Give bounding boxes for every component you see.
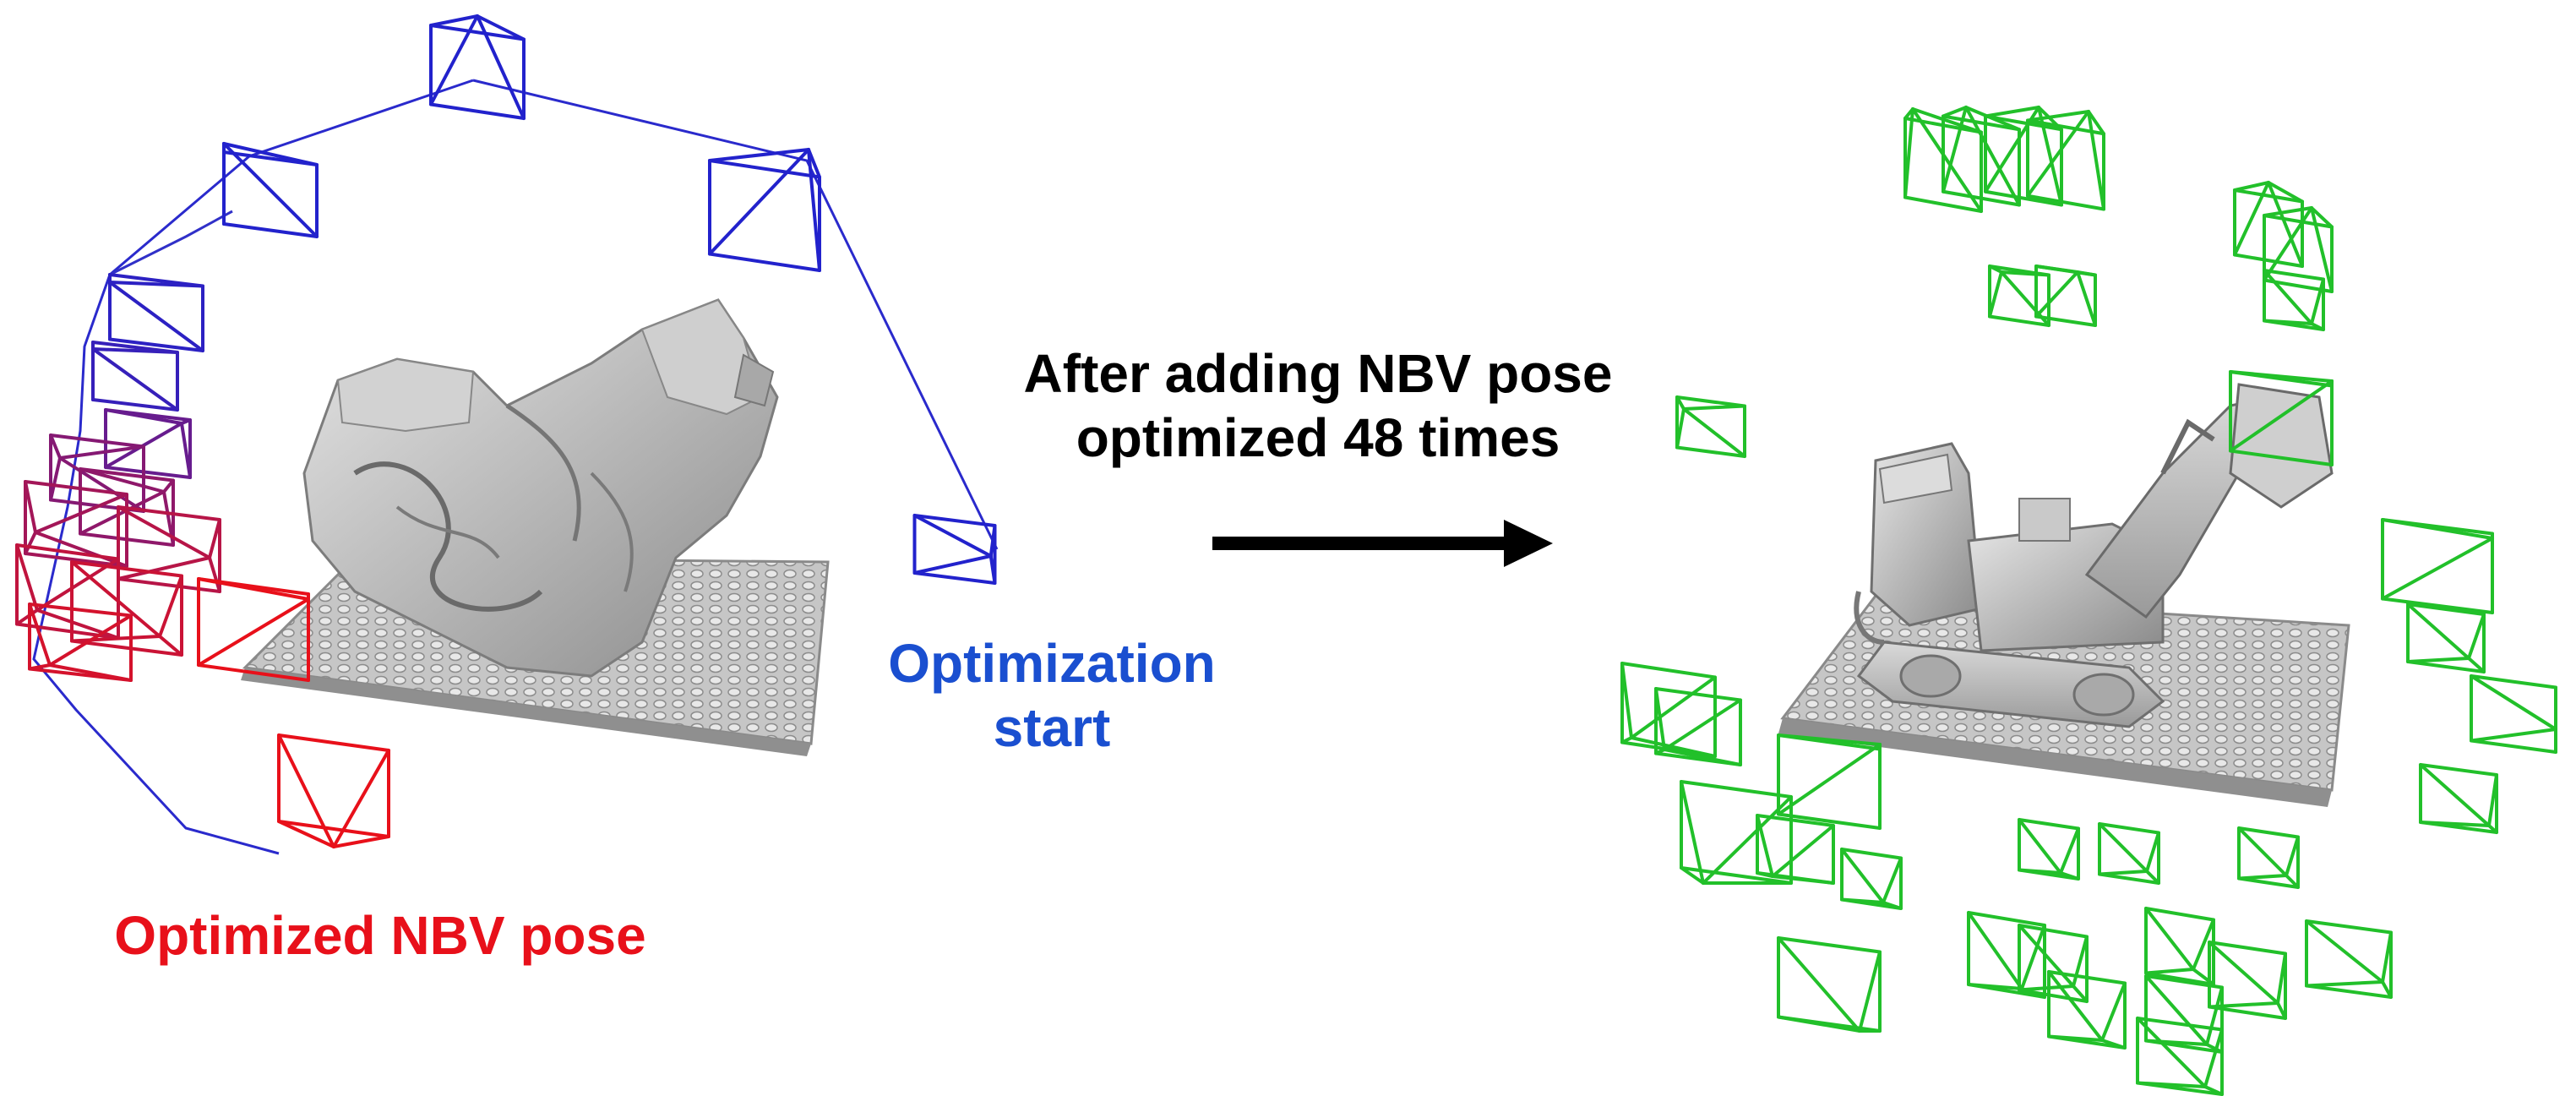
camera-frustum-icon [222,142,319,238]
camera-frustum-icon [1675,395,1746,458]
camera-frustum-icon [28,603,133,682]
camera-frustum-icon [1620,662,1717,758]
transition-caption-line2: optimized 48 times [1076,406,1560,468]
camera-trajectory-link [109,210,233,276]
partial-reconstruction-model [241,298,830,756]
camera-frustum-icon [2047,970,2127,1050]
camera-frustum-icon [277,733,390,848]
camera-frustum-icon [2419,763,2498,834]
left-camera-frustums [15,14,997,848]
camera-frustum-icon [1903,107,1983,213]
camera-frustum-icon [2263,206,2334,293]
camera-frustum-icon [1777,936,1882,1033]
right-camera-frustums [1620,106,2557,1096]
transition-caption: After adding NBV pose optimized 48 times [988,342,1647,470]
camera-trajectory-path-right [472,79,999,550]
camera-frustum-icon [1680,780,1793,885]
camera-frustum-icon [708,148,821,272]
camera-frustum-icon [2470,674,2557,754]
camera-frustum-icon [91,341,179,412]
full-reconstruction-model [1778,383,2350,807]
camera-frustum-icon [2026,110,2105,211]
camera-frustum-icon [2034,264,2097,327]
camera-frustum-icon [2018,924,2089,1003]
camera-frustum-icon [2098,822,2160,885]
camera-frustum-icon [2144,907,2215,986]
camera-frustum-icon [1840,848,1903,910]
camera-frustum-icon [1777,733,1882,830]
optimization-start-line2: start [993,696,1111,758]
camera-frustum-icon [1756,814,1835,885]
camera-frustum-icon [2237,826,2300,889]
arrow-right-icon [1212,520,1553,567]
camera-frustum-icon [912,514,997,585]
camera-frustum-icon [2305,919,2393,999]
camera-frustum-icon [2208,941,2287,1020]
camera-frustum-icon [2406,603,2486,673]
camera-frustum-icon [70,560,183,657]
optimization-start-line1: Optimization [888,633,1216,694]
transition-caption-line1: After adding NBV pose [1023,343,1613,404]
camera-frustum-icon [2233,181,2304,268]
camera-frustum-icon [2136,1017,2224,1096]
camera-frustum-icon [429,14,526,120]
camera-frustum-icon [1942,106,2021,207]
optimized-pose-label: Optimized NBV pose [114,905,646,966]
camera-frustum-icon [1967,911,2046,999]
camera-frustum-icon [117,505,221,593]
camera-frustum-icon [2229,370,2334,466]
optimization-start-label: Optimization start [845,632,1259,760]
camera-frustum-icon [2263,269,2325,331]
camera-frustum-icon [1654,687,1742,766]
camera-trajectory-path [32,79,474,855]
camera-frustum-icon [24,480,128,568]
camera-frustum-icon [2018,818,2080,881]
camera-frustum-icon [2381,518,2494,614]
camera-frustum-icon [197,577,310,682]
camera-frustum-icon [108,273,204,352]
